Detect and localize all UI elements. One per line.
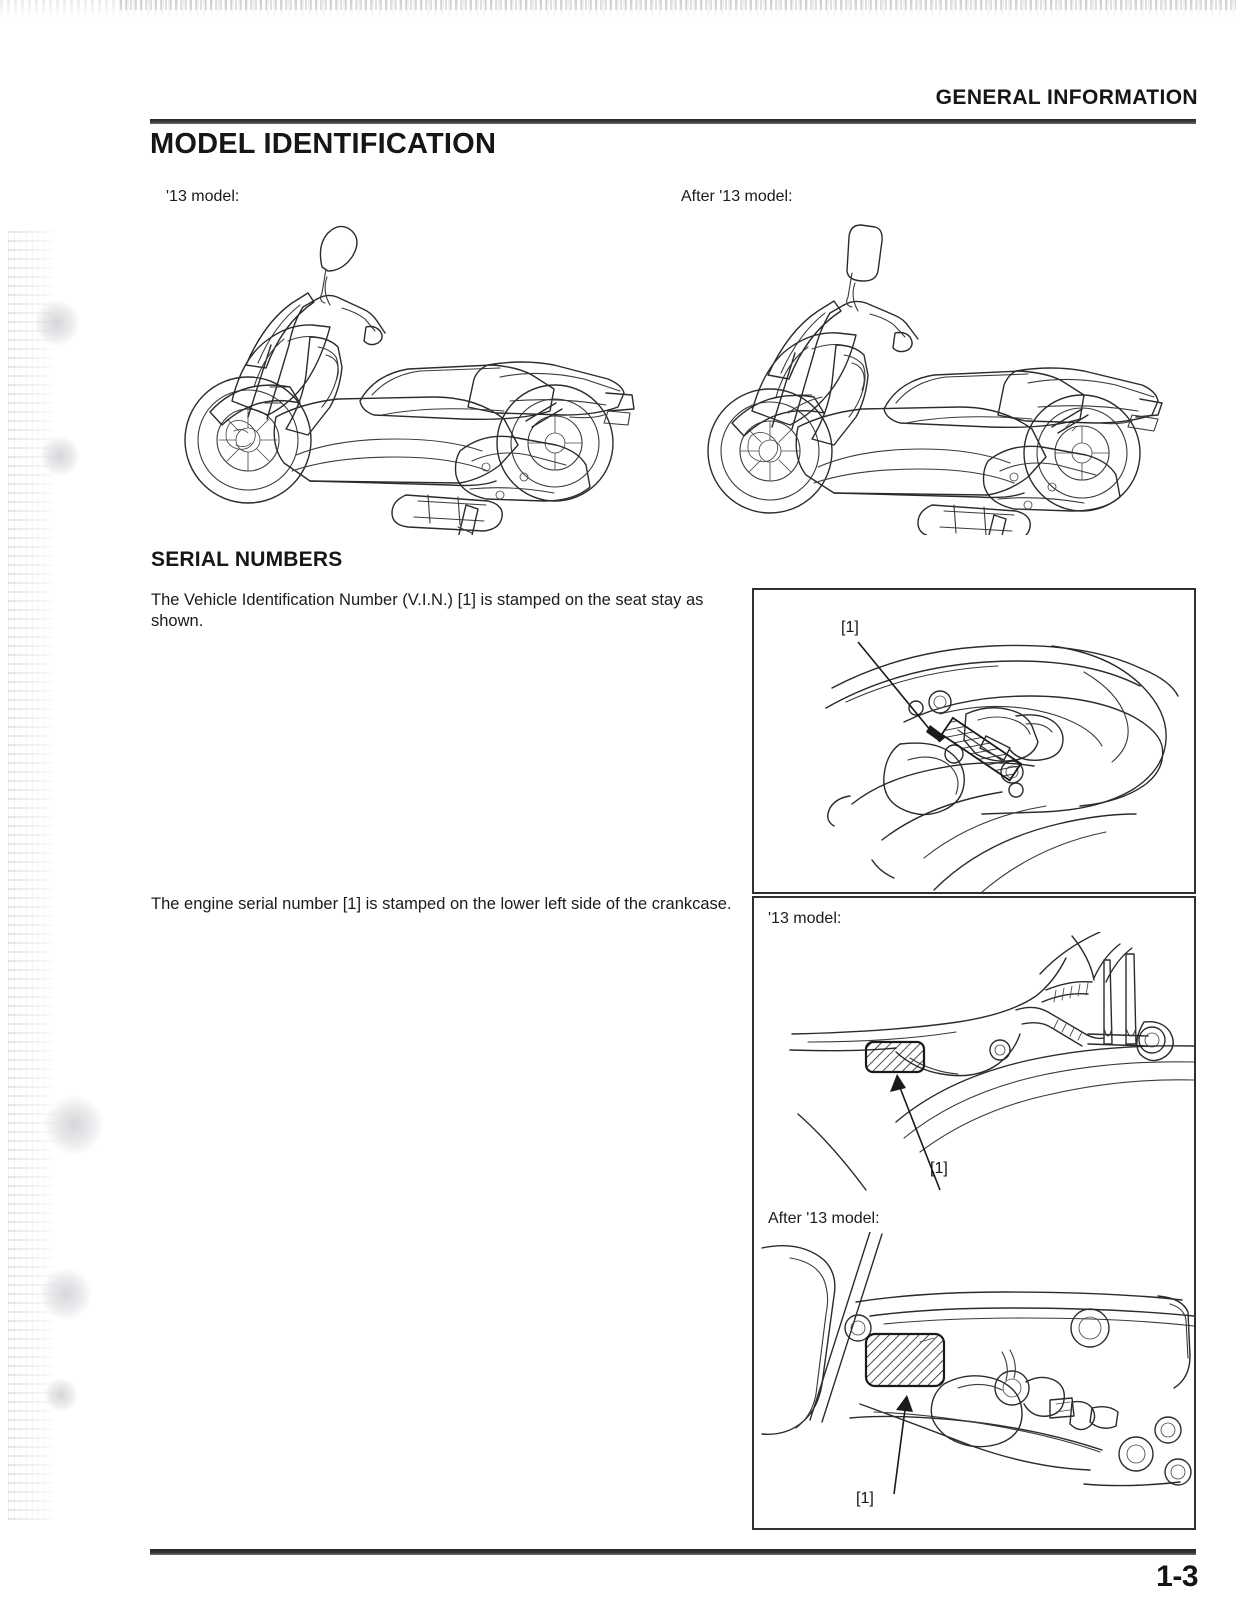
inner-caption-after-13-model: After '13 model:: [768, 1210, 880, 1227]
inner-caption-13-model: '13 model:: [768, 910, 842, 927]
figure-caption-13-model: '13 model:: [166, 188, 240, 205]
engine-serial-paragraph: The engine serial number [1] is stamped …: [151, 895, 732, 913]
scan-artifact-left-margin: [8, 230, 54, 1520]
scan-smudge: [34, 300, 80, 346]
callout-engine-13-model: [1]: [930, 1160, 948, 1177]
scan-smudge: [44, 1095, 104, 1155]
serial-numbers-heading: SERIAL NUMBERS: [151, 548, 343, 571]
scan-smudge: [40, 436, 80, 476]
illustration-crankcase-after-13-model: [754, 1232, 1194, 1500]
page-title: MODEL IDENTIFICATION: [150, 128, 497, 160]
illustration-scooter-13-model: [170, 205, 640, 535]
illustration-scooter-after-13-model: [688, 205, 1168, 535]
header-rule: [150, 119, 1196, 124]
scan-smudge: [44, 1378, 78, 1412]
vin-paragraph: The Vehicle Identification Number (V.I.N…: [151, 591, 704, 630]
callout-engine-after-13-model: [1]: [856, 1490, 874, 1507]
scan-artifact-top-edge: [0, 0, 1236, 18]
figure-engine-serial: '13 model:: [752, 896, 1196, 1530]
figure-caption-after-13-model: After '13 model:: [681, 188, 793, 205]
chapter-title: GENERAL INFORMATION: [935, 86, 1198, 109]
illustration-crankcase-13-model: [754, 932, 1194, 1194]
scan-smudge: [40, 1268, 92, 1320]
figure-vin-seat-stay: [1]: [752, 588, 1196, 894]
footer-rule: [150, 1549, 1196, 1555]
page-number: 1-3: [1156, 1560, 1198, 1593]
scan-artifact-top-dashes: [120, 0, 1236, 10]
callout-vin-1: [1]: [841, 619, 859, 636]
